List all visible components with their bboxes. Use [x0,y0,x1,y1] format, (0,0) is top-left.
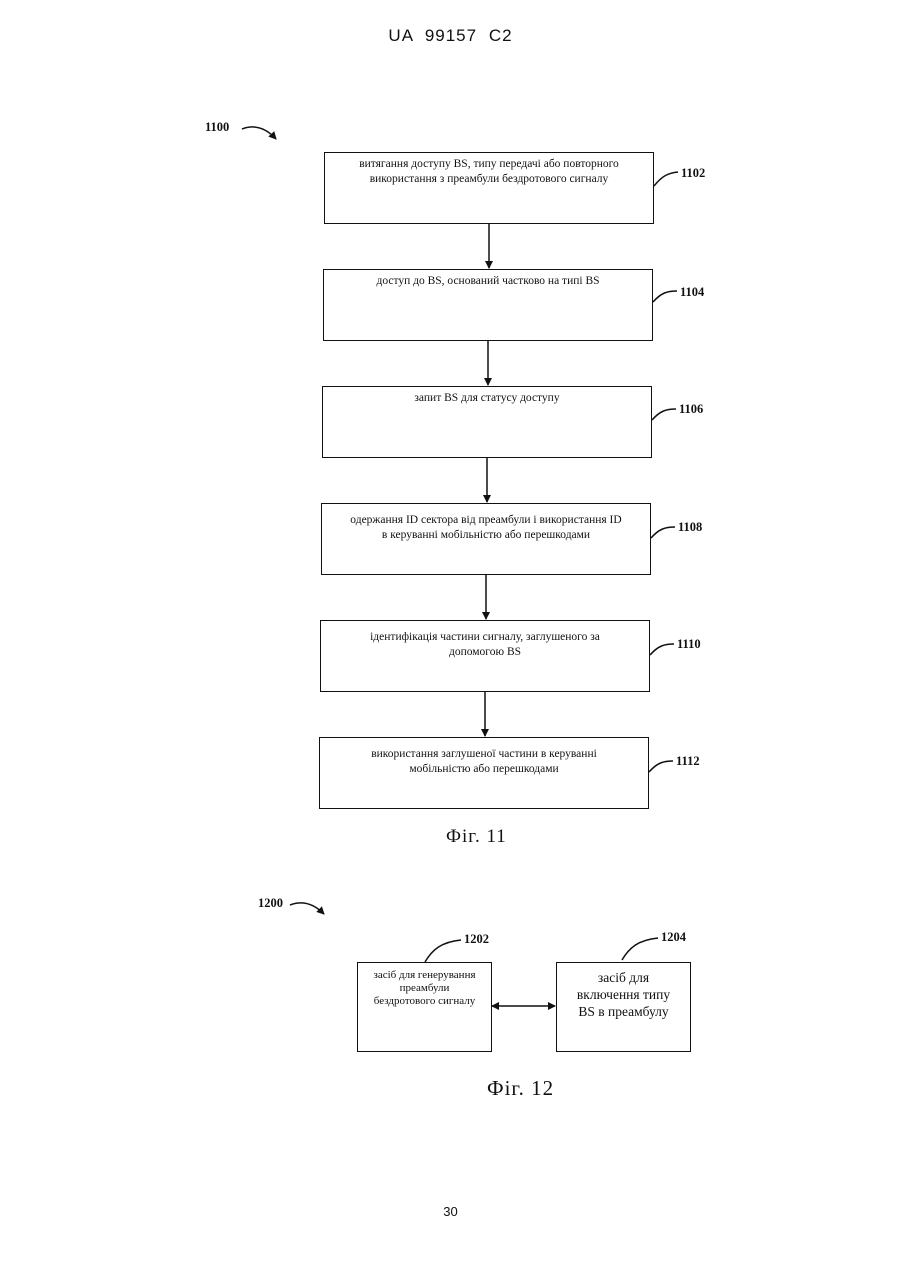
box-1204: засіб для включення типу BS в преамбулу [556,962,691,1052]
fig12-caption: Фіг. 12 [487,1076,554,1101]
step-1110-box: ідентифікація частини сигналу, заглушено… [320,620,650,692]
step-text-line: допомогою BS [321,645,649,660]
step-1110-ref: 1110 [677,637,701,652]
step-1102-box: витягання доступу BS, типу передачі або … [324,152,654,224]
step-text-line: використання заглушеної частини в керува… [320,747,648,762]
page-number: 30 [0,1204,901,1219]
step-text-line: в керуванні мобільністю або перешкодами [322,528,650,543]
step-1104-ref: 1104 [680,285,704,300]
box-text-line: засіб для генерування [358,969,491,982]
step-text-line: запит BS для статусу доступу [323,391,651,406]
box-1202-ref: 1202 [464,932,489,947]
step-1108-box: одержання ID сектора від преамбули і вик… [321,503,651,575]
step-text-line: використання з преамбули бездротового си… [325,172,653,187]
box-1202: засіб для генерування преамбули бездрото… [357,962,492,1052]
box-text-line: BS в преамбулу [557,1003,690,1020]
step-1102-ref: 1102 [681,166,705,181]
step-1108-ref: 1108 [678,520,702,535]
box-text-line: бездротового сигналу [358,995,491,1008]
step-text-line: одержання ID сектора від преамбули і вик… [322,513,650,528]
step-text-line: витягання доступу BS, типу передачі або … [325,157,653,172]
fig11-caption: Фіг. 11 [446,826,507,848]
step-1106-box: запит BS для статусу доступу [322,386,652,458]
fig12-ref-label: 1200 [258,896,283,911]
fig11-ref-label: 1100 [205,120,229,135]
step-text-line: ідентифікація частини сигналу, заглушено… [321,630,649,645]
step-1104-box: доступ до BS, оснований частково на типі… [323,269,653,341]
box-text-line: засіб для [557,969,690,986]
step-1106-ref: 1106 [679,402,703,417]
step-1112-ref: 1112 [676,754,700,769]
step-text-line: мобільністю або перешкодами [320,762,648,777]
box-text-line: включення типу [557,986,690,1003]
step-1112-box: використання заглушеної частини в керува… [319,737,649,809]
box-text-line: преамбули [358,982,491,995]
step-text-line: доступ до BS, оснований частково на типі… [324,274,652,289]
box-1204-ref: 1204 [661,930,686,945]
